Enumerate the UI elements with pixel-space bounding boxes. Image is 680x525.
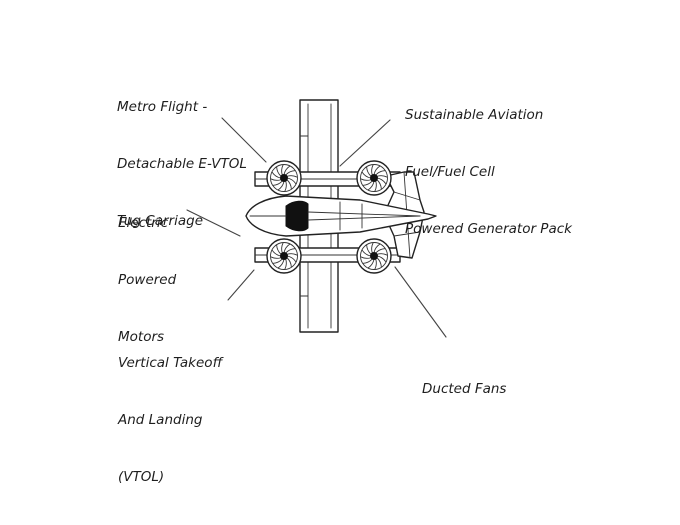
- ducted-fan-front-bottom: [266, 238, 302, 274]
- label-vtol-line-3: (VTOL): [118, 469, 165, 485]
- label-electric-motors-line-2: Powered: [118, 272, 177, 288]
- label-sustainable-aviation: Sustainable Aviation Fuel/Fuel Cell Powe…: [405, 68, 572, 277]
- label-metro-flight: Metro Flight - Detachable E-VTOL Tug Car…: [117, 60, 247, 269]
- leader-metro-flight: [221, 117, 267, 163]
- label-metro-flight-line-1: Metro Flight -: [117, 99, 208, 115]
- label-electric-motors-line-3: Motors: [118, 329, 165, 345]
- leader-lines: [186, 117, 447, 338]
- label-sustainable-aviation-line-2: Fuel/Fuel Cell: [405, 164, 495, 180]
- aircraft-diagram: [186, 99, 447, 338]
- label-metro-flight-line-3: Tug Carriage: [117, 213, 204, 229]
- label-metro-flight-line-2: Detachable E-VTOL: [117, 156, 247, 172]
- label-ducted-fans: Ducted Fans: [422, 342, 506, 437]
- label-vtol-line-2: And Landing: [118, 412, 203, 428]
- leader-vtol: [227, 269, 255, 301]
- label-vtol: Vertical Takeoff And Landing (VTOL): [118, 316, 222, 525]
- label-vtol-line-1: Vertical Takeoff: [118, 355, 223, 371]
- label-electric-motors: Electric Powered Motors: [118, 176, 176, 385]
- leader-ducted-fans: [394, 266, 447, 338]
- fuselage: [245, 195, 437, 237]
- label-sustainable-aviation-line-1: Sustainable Aviation: [405, 107, 544, 123]
- label-sustainable-aviation-line-3: Powered Generator Pack: [405, 221, 572, 237]
- leader-electric-motors: [186, 209, 241, 237]
- label-electric-motors-line-1: Electric: [118, 215, 169, 231]
- ducted-fans-group: [266, 160, 392, 274]
- leader-sustainable-aviation: [339, 119, 391, 167]
- cockpit-canopy: [285, 200, 309, 232]
- ducted-fan-rear-bottom: [356, 238, 392, 274]
- ducted-fan-front-top: [266, 160, 302, 196]
- diagram-canvas: Metro Flight - Detachable E-VTOL Tug Car…: [117, 60, 572, 485]
- ducted-fan-rear-top: [356, 160, 392, 196]
- label-ducted-fans-line-1: Ducted Fans: [422, 381, 507, 397]
